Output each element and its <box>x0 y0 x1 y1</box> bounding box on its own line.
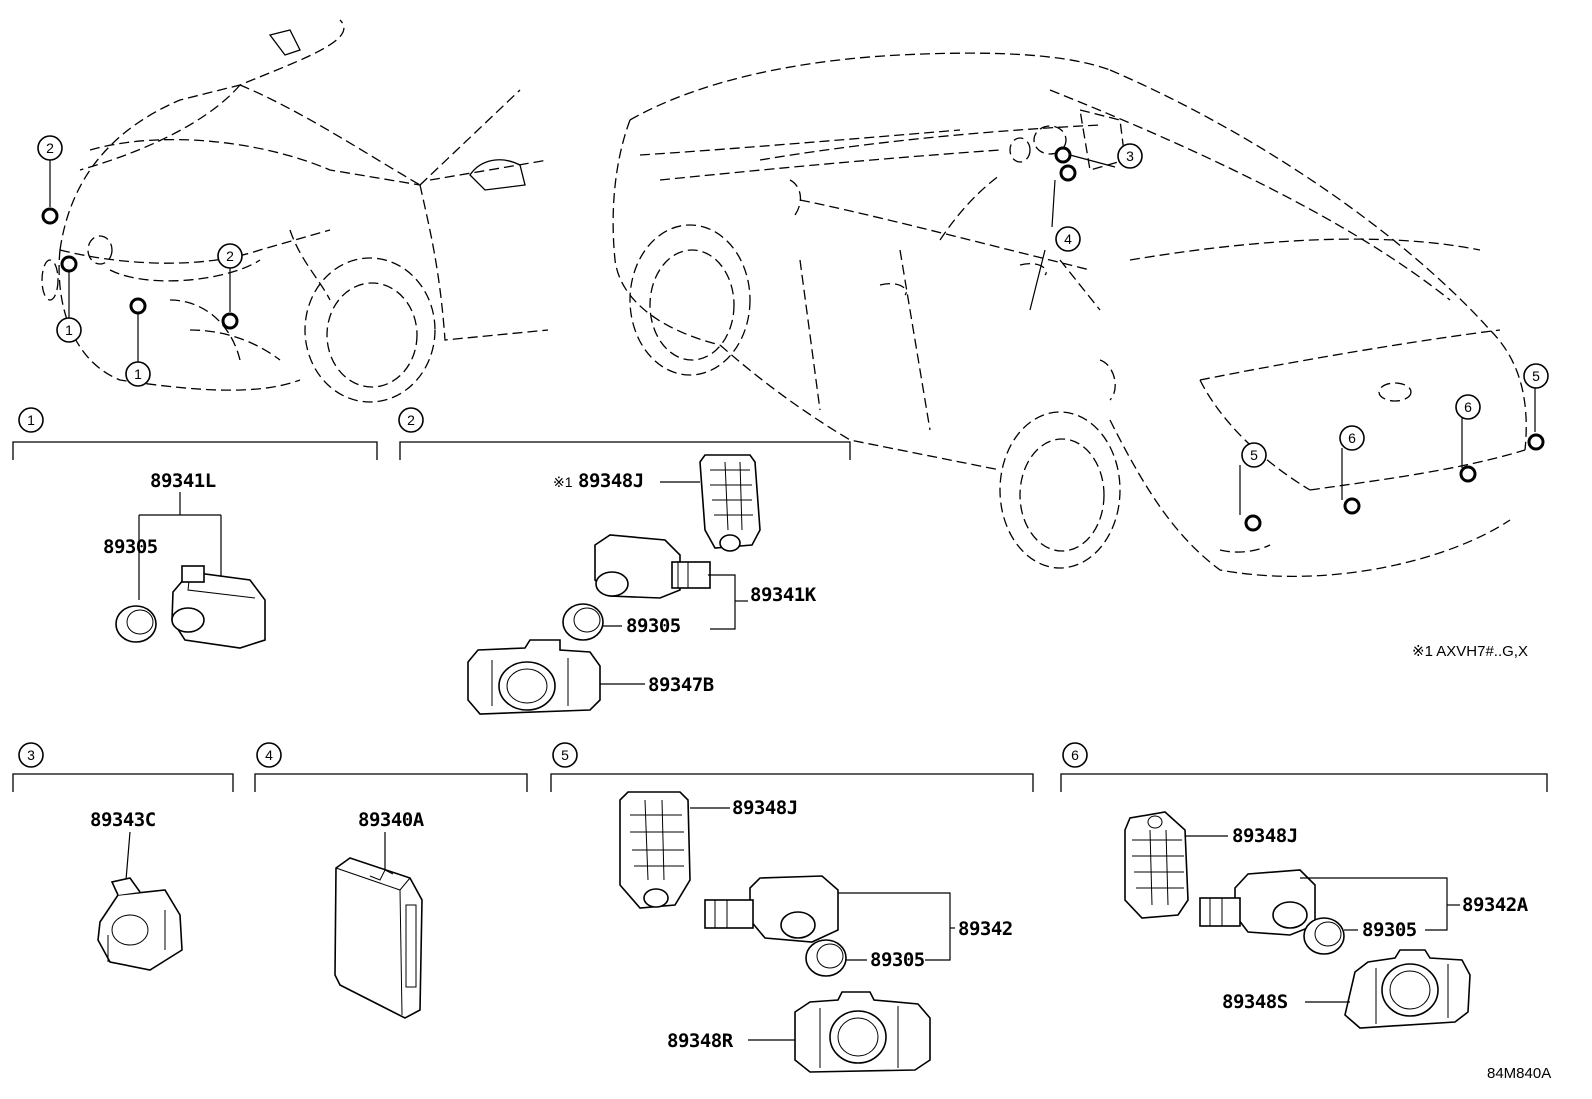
rear-callout-6a: 6 <box>1348 430 1356 446</box>
part-89348J-section-2: 89348J <box>578 470 644 492</box>
sensor-89341L-icon <box>171 565 266 649</box>
ecu-89340A-icon <box>334 857 423 1019</box>
part-89347B: 89347B <box>648 674 714 696</box>
ring-89305-s5-icon <box>805 939 847 977</box>
part-89305-section-5: 89305 <box>870 949 925 971</box>
bezel-89347B-icon <box>467 639 601 715</box>
section-5: 5 89348J 89342 89305 89 <box>550 742 1034 1073</box>
part-89348J-section-5: 89348J <box>732 797 798 819</box>
bracket-89348J-s5-icon <box>619 791 691 909</box>
front-callout-2b: 2 <box>226 248 234 264</box>
section-1-marker: 1 <box>27 412 35 428</box>
section-2: 2 ※1 89348J 89341K 89305 <box>398 407 851 715</box>
section-3-marker: 3 <box>27 747 35 763</box>
front-car-illustration <box>41 19 549 403</box>
part-89305-section-6: 89305 <box>1362 919 1417 941</box>
section-1: 1 89341L 89305 <box>12 407 378 649</box>
sensor-89342-icon <box>704 875 839 943</box>
sensor-89341K-icon <box>594 534 711 599</box>
bezel-89348R-icon <box>794 991 931 1073</box>
rear-callout-5b: 5 <box>1532 368 1540 384</box>
part-89342A: 89342A <box>1462 894 1529 916</box>
part-89348S: 89348S <box>1222 991 1288 1013</box>
part-89340A: 89340A <box>358 809 425 831</box>
section-6-marker: 6 <box>1071 747 1079 763</box>
section-2-marker: 2 <box>407 412 415 428</box>
front-callout-1b: 1 <box>134 366 142 382</box>
ring-89305-s2-icon <box>562 603 604 641</box>
part-89348J-section-6: 89348J <box>1232 825 1298 847</box>
part-89342: 89342 <box>958 918 1013 940</box>
bracket-89348J-s6-icon <box>1124 811 1189 919</box>
section-3: 3 89343C <box>12 742 234 971</box>
rear-car-illustration <box>612 52 1527 578</box>
front-callout-1a: 1 <box>65 322 73 338</box>
footnote-marker: ※1 <box>553 474 573 490</box>
rear-callout-6b: 6 <box>1464 399 1472 415</box>
section-4-marker: 4 <box>265 747 273 763</box>
rear-callout-4: 4 <box>1064 231 1072 247</box>
ring-89305-s6-icon <box>1303 917 1345 955</box>
part-89348R: 89348R <box>667 1030 734 1052</box>
part-89305-section-2: 89305 <box>626 615 681 637</box>
ring-89305-icon <box>115 605 157 643</box>
section-6: 6 89348J 89342A 89305 8 <box>1060 742 1548 1029</box>
sensor-89343C-icon <box>97 877 183 971</box>
rear-view-callouts: 3 4 5 6 6 5 <box>1029 143 1549 532</box>
footnote-text: ※1 AXVH7#..G,X <box>1412 643 1528 660</box>
part-89341L: 89341L <box>150 470 216 492</box>
part-89343C: 89343C <box>90 809 156 831</box>
bezel-89348S-icon <box>1344 949 1471 1029</box>
front-view-callouts: 2 1 1 2 <box>37 135 243 387</box>
rear-callout-3: 3 <box>1126 148 1134 164</box>
section-5-marker: 5 <box>561 747 569 763</box>
rear-callout-5a: 5 <box>1250 447 1258 463</box>
bracket-89348J-icon <box>699 454 761 552</box>
diagram-code: 84M840A <box>1487 1065 1551 1082</box>
section-4: 4 89340A <box>254 742 528 1019</box>
part-89305-section-1: 89305 <box>103 536 158 558</box>
front-callout-2a: 2 <box>46 140 54 156</box>
sensor-89342A-icon <box>1199 869 1316 936</box>
part-89341K: 89341K <box>750 584 817 606</box>
